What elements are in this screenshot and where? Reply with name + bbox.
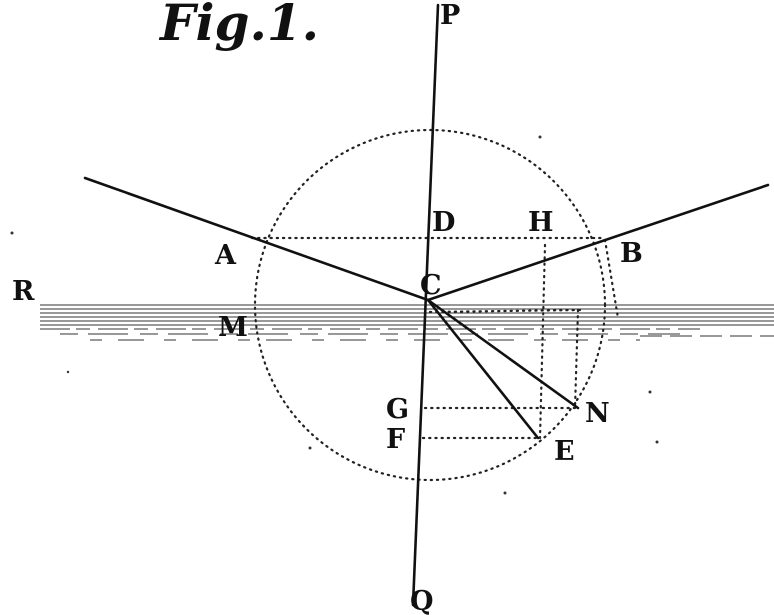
label-a: A bbox=[214, 240, 237, 271]
label-p: P bbox=[440, 0, 460, 31]
label-f: F bbox=[386, 424, 405, 455]
dotted-line-h-e bbox=[538, 243, 547, 440]
normal-line-pq bbox=[411, 3, 440, 607]
figure-title: Fig.1. bbox=[158, 0, 319, 52]
water-surface bbox=[40, 304, 774, 341]
dotted-line-n-vertical bbox=[573, 308, 580, 410]
dotted-circle bbox=[253, 128, 607, 482]
label-d: D bbox=[432, 207, 455, 238]
label-e: E bbox=[554, 436, 575, 467]
label-q: Q bbox=[410, 586, 434, 615]
dotted-line-surface bbox=[428, 308, 582, 314]
label-c: C bbox=[420, 270, 442, 301]
label-h: H bbox=[528, 207, 554, 238]
refracted-ray-e bbox=[426, 298, 540, 440]
reflected-ray-b bbox=[426, 183, 770, 302]
label-r: R bbox=[12, 276, 35, 307]
label-m: M bbox=[218, 312, 248, 343]
label-g: G bbox=[386, 394, 409, 425]
incident-ray-a bbox=[83, 176, 430, 302]
refracted-ray-n bbox=[426, 298, 580, 410]
label-b: B bbox=[620, 238, 643, 269]
paper-specks bbox=[10, 135, 659, 495]
label-n: N bbox=[585, 398, 610, 429]
dotted-line-b-edge bbox=[603, 238, 620, 320]
